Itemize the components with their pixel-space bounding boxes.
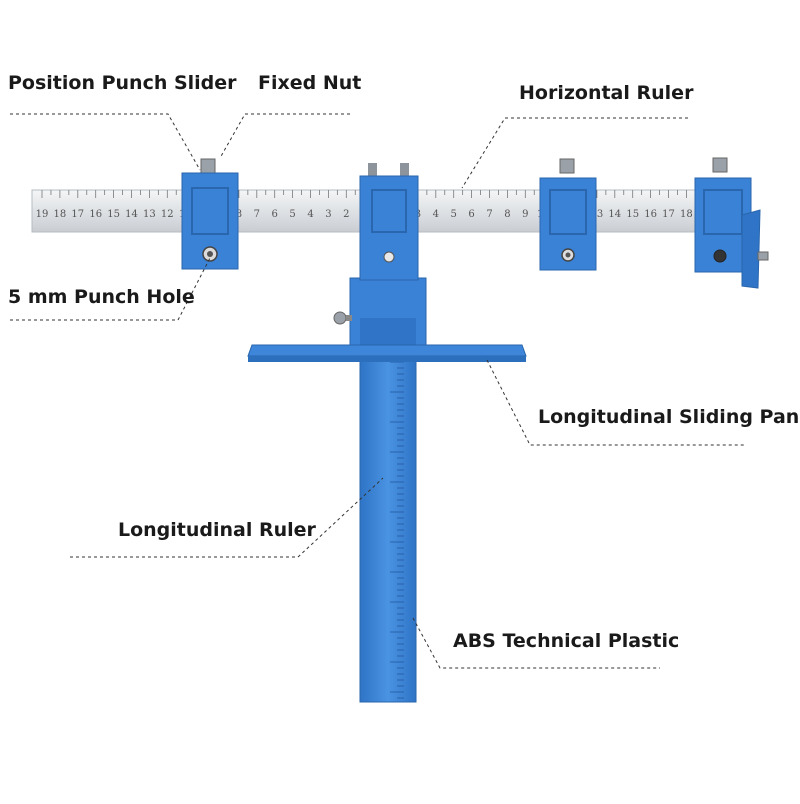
ruler-tick-label: 16 [644, 209, 657, 220]
slider-2-knob [559, 158, 575, 174]
slider-2 [539, 158, 597, 271]
ruler-tick-label: 3 [325, 209, 331, 220]
leader-abs-plastic [412, 617, 660, 669]
leader-sliding-panel [486, 359, 745, 446]
ruler-tick-label: 13 [591, 209, 604, 220]
ruler-tick-label: 16 [89, 209, 102, 220]
position-punch-slider [181, 158, 239, 270]
label-fixed-nut: Fixed Nut [258, 72, 362, 94]
leader-fixed-nut [219, 113, 350, 159]
ruler-tick-label: 9 [522, 209, 528, 220]
sleeve-screw [333, 311, 347, 325]
fixed-nut-right [400, 163, 409, 176]
label-longitudinal-sliding-panel: Longitudinal Sliding Panel [538, 406, 800, 428]
ruler-tick-label: 7 [486, 209, 492, 220]
longitudinal-sliding-panel [247, 344, 527, 362]
ruler-tick-label: 5 [451, 209, 457, 220]
ruler-tick-label: 12 [161, 209, 174, 220]
ruler-tick-label: 8 [504, 209, 510, 220]
label-longitudinal-ruler: Longitudinal Ruler [118, 519, 316, 541]
label-punch-hole: 5 mm Punch Hole [8, 286, 195, 308]
ruler-tick-label: 6 [468, 209, 474, 220]
slider-1-knob [200, 158, 216, 174]
ruler-tick-label: 15 [107, 209, 120, 220]
leader-horizontal-ruler [461, 117, 688, 189]
ruler-tick-label: 15 [626, 209, 639, 220]
ruler-tick-label: 19 [36, 209, 49, 220]
leader-lines [10, 113, 745, 669]
ruler-tick-label: 5 [289, 209, 295, 220]
ruler-tick-label: 6 [272, 209, 278, 220]
label-position-punch-slider: Position Punch Slider [8, 72, 237, 94]
longitudinal-ruler-ticks [390, 361, 404, 699]
ruler-tick-label: 4 [433, 209, 439, 220]
ruler-tick-label: 14 [608, 209, 621, 220]
side-screw [757, 251, 769, 261]
longitudinal-ruler [359, 349, 417, 703]
ruler-tick-label: 13 [143, 209, 156, 220]
label-horizontal-ruler: Horizontal Ruler [519, 82, 694, 104]
center-block [359, 163, 419, 281]
ruler-tick-label: 14 [125, 209, 138, 220]
leader-position-punch-slider [10, 113, 201, 171]
leader-longitudinal-ruler [70, 477, 384, 558]
leader-punch-hole [10, 257, 211, 321]
ruler-tick-label: 7 [254, 209, 260, 220]
ruler-tick-label: 18 [680, 209, 693, 220]
label-abs-plastic: ABS Technical Plastic [453, 630, 680, 652]
slider-3 [694, 157, 769, 289]
slider-3-knob [712, 157, 728, 173]
fixed-nut-left [368, 163, 377, 176]
ruler-tick-label: 17 [71, 209, 84, 220]
ruler-tick-label: 18 [54, 209, 67, 220]
ruler-tick-label: 2 [343, 209, 349, 220]
ruler-tick-label: 4 [307, 209, 313, 220]
ruler-tick-label: 8 [236, 209, 242, 220]
ruler-tick-label: 17 [662, 209, 675, 220]
